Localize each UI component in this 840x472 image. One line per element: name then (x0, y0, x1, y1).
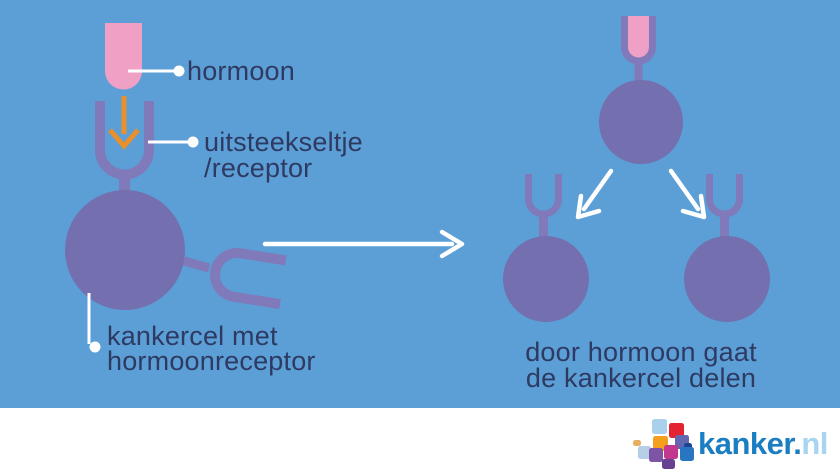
cancer-cell-daughter-right (684, 236, 770, 322)
cancer-cell-left (65, 190, 185, 310)
hormone-shape (105, 23, 142, 90)
logo-square-blue (680, 447, 694, 461)
logo-square-paleblue (638, 446, 651, 459)
binding-arrow-icon (108, 96, 140, 150)
transition-arrow-icon (262, 229, 465, 259)
logo-square-red (669, 423, 684, 438)
cancer-cell-parent (599, 80, 683, 164)
label-receptor: uitsteekseltje /receptor (204, 127, 363, 183)
label-receptor-line2: /receptor (204, 153, 313, 183)
division-arrow-right-icon (668, 168, 707, 220)
cancer-cell-daughter-left (503, 236, 589, 322)
logo-square-lightblue (652, 419, 667, 434)
logo-square-magenta (664, 445, 678, 459)
logo-mosaic-icon (632, 417, 702, 472)
label-division: door hormoon gaat de kankercel delen (491, 337, 791, 393)
connector-cancer-cell (87, 293, 101, 353)
footer-bar: kanker.nl (0, 408, 840, 472)
label-receptor-line1: uitsteekseltje (204, 127, 363, 157)
logo-tld: nl (801, 426, 828, 461)
receptor-left (95, 101, 154, 192)
label-division-line2: de kankercel delen (525, 363, 757, 393)
label-hormoon: hormoon (187, 56, 295, 86)
label-cancer-cell-line2: hormoonreceptor (107, 346, 316, 376)
connector-hormoon (128, 65, 185, 77)
logo-square-purple (649, 448, 663, 462)
receptor-daughter-left (525, 174, 562, 238)
logo-name: kanker. (698, 426, 802, 461)
label-cancer-cell-line1: kankercel met (107, 321, 278, 351)
logo-wordmark: kanker.nl (698, 428, 828, 459)
label-cancer-cell: kankercel met hormoonreceptor (107, 321, 316, 376)
hormone-bound-shape (627, 16, 650, 59)
receptor-daughter-right (706, 174, 743, 238)
kanker-nl-logo: kanker.nl (0, 408, 840, 472)
division-arrow-left-icon (575, 168, 614, 220)
side-receptor-left (182, 248, 287, 310)
logo-square-sand (633, 440, 641, 446)
connector-receptor (148, 136, 199, 148)
label-division-line1: door hormoon gaat (525, 337, 757, 367)
logo-square-darkpurple (662, 459, 675, 469)
